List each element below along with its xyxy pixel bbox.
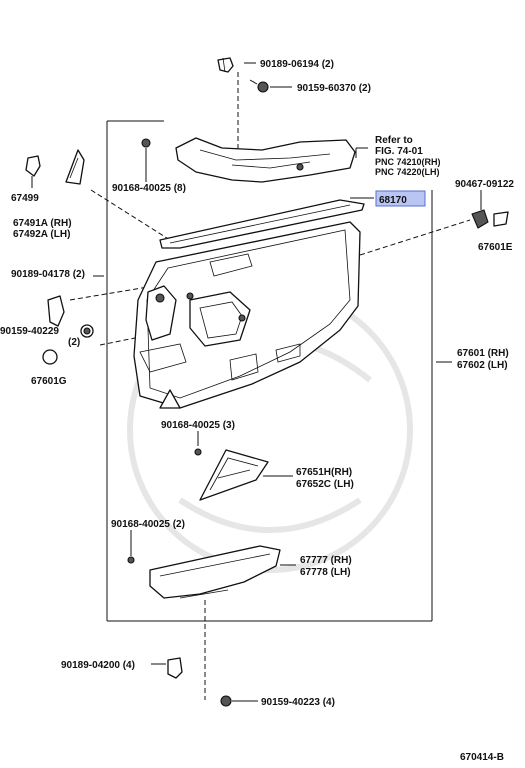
label-67499[interactable]: 67499: [11, 193, 39, 204]
label-67601e[interactable]: 67601E: [478, 242, 513, 253]
cap-67601g: [42, 349, 58, 365]
drawing-code: 670414-B: [460, 752, 504, 763]
label-67602-lh[interactable]: 67602 (LH): [457, 360, 508, 371]
label-68170[interactable]: 68170: [379, 195, 407, 206]
clip-90189-06194: [217, 57, 234, 73]
label-refer-pnc-rh: PNC 74210(RH): [375, 157, 441, 167]
label-refer-to: Refer to: [375, 135, 413, 146]
label-90189-04178[interactable]: 90189-04178 (2): [11, 269, 85, 280]
pull-handle: [175, 137, 356, 183]
label-67492a[interactable]: 67492A (LH): [13, 229, 70, 240]
retainer-90189-04178: [47, 295, 65, 327]
label-67777[interactable]: 67777 (RH): [300, 555, 352, 566]
clip-67499: [25, 155, 41, 188]
label-90168-40025-mid[interactable]: 90168-40025 (3): [161, 420, 235, 431]
label-67601g[interactable]: 67601G: [31, 376, 67, 387]
label-90159-60370[interactable]: 90159-60370 (2): [297, 83, 371, 94]
label-refer-pnc-lh: PNC 74220(LH): [375, 167, 440, 177]
label-90159-40229[interactable]: 90159-40229: [0, 326, 59, 337]
label-90168-40025-low[interactable]: 90168-40025 (2): [111, 519, 185, 530]
screw-90159-60370: [249, 79, 269, 93]
clip-90189-04200: [167, 657, 183, 679]
part-highlight-box: [375, 190, 426, 207]
label-refer-fig[interactable]: FIG. 74-01: [375, 146, 423, 157]
label-67491a[interactable]: 67491A (RH): [13, 218, 72, 229]
screw-90159-40229: [80, 324, 94, 338]
label-67651h[interactable]: 67651H(RH): [296, 467, 352, 478]
label-90189-04200[interactable]: 90189-04200 (4): [61, 660, 135, 671]
screw-90159-40223: [220, 695, 232, 707]
callout-labels: 90189-06194 (2) 90159-60370 (2) Refer to…: [0, 59, 514, 763]
label-90189-06194[interactable]: 90189-06194 (2): [260, 59, 334, 70]
leader-lines: [69, 62, 482, 702]
label-67652c[interactable]: 67652C (LH): [296, 479, 354, 490]
label-90467-09122[interactable]: 90467-09122: [455, 179, 514, 190]
weatherstrip-68170: [159, 199, 365, 249]
label-90159-40223[interactable]: 90159-40223 (4): [261, 697, 335, 708]
label-90159-40229-qty: (2): [68, 337, 80, 348]
cover-67491a: [65, 149, 85, 185]
screw-90168-top: [141, 138, 151, 148]
label-67778[interactable]: 67778 (LH): [300, 567, 351, 578]
clip-67601e: [471, 209, 509, 229]
label-67601-rh[interactable]: 67601 (RH): [457, 348, 509, 359]
label-90168-40025-top[interactable]: 90168-40025 (8): [112, 183, 186, 194]
door-trim-panel: [133, 221, 361, 409]
assembly-frame: [106, 120, 433, 622]
armrest-67777: [127, 545, 281, 599]
inner-panel-67651h: [194, 448, 269, 501]
